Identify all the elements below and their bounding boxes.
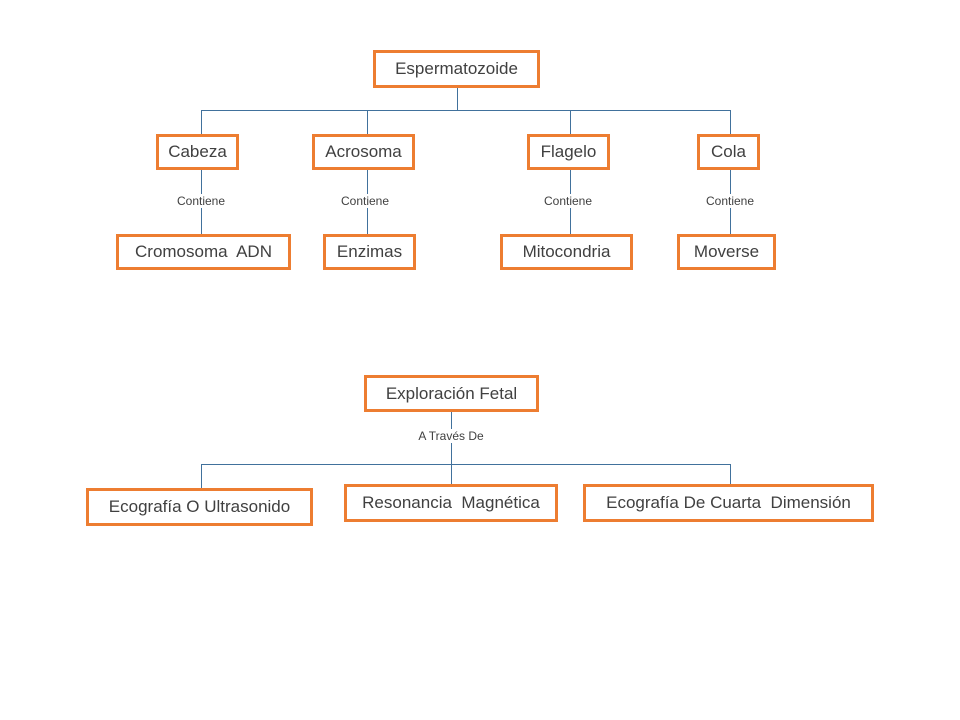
relation-label-acrosoma: Contiene — [337, 194, 393, 208]
connector-to-ecografia — [201, 464, 202, 488]
node-exploracion-fetal: Exploración Fetal — [364, 375, 539, 412]
connector-to-ecografia-4d — [730, 464, 731, 484]
connector-to-cola — [730, 110, 731, 134]
node-espermatozoide: Espermatozoide — [373, 50, 540, 88]
node-mitocondria: Mitocondria — [500, 234, 633, 270]
node-enzimas: Enzimas — [323, 234, 416, 270]
connector-to-flagelo — [570, 110, 571, 134]
connector-to-cabeza — [201, 110, 202, 134]
node-flagelo: Flagelo — [527, 134, 610, 170]
node-cola: Cola — [697, 134, 760, 170]
connector-horizontal-1 — [201, 110, 731, 111]
node-cromosoma-adn: Cromosoma ADN — [116, 234, 291, 270]
node-ecografia-ultrasonido: Ecografía O Ultrasonido — [86, 488, 313, 526]
connector-to-acrosoma — [367, 110, 368, 134]
node-cabeza: Cabeza — [156, 134, 239, 170]
node-moverse: Moverse — [677, 234, 776, 270]
connector-root-down — [457, 88, 458, 110]
connector-to-resonancia — [451, 464, 452, 484]
node-acrosoma: Acrosoma — [312, 134, 415, 170]
node-resonancia-magnetica: Resonancia Magnética — [344, 484, 558, 522]
relation-label-cola: Contiene — [702, 194, 758, 208]
node-ecografia-cuarta-dimension: Ecografía De Cuarta Dimensión — [583, 484, 874, 522]
connector-horizontal-2 — [201, 464, 731, 465]
relation-label-a-traves-de: A Través De — [415, 429, 487, 443]
relation-label-cabeza: Contiene — [173, 194, 229, 208]
relation-label-flagelo: Contiene — [540, 194, 596, 208]
